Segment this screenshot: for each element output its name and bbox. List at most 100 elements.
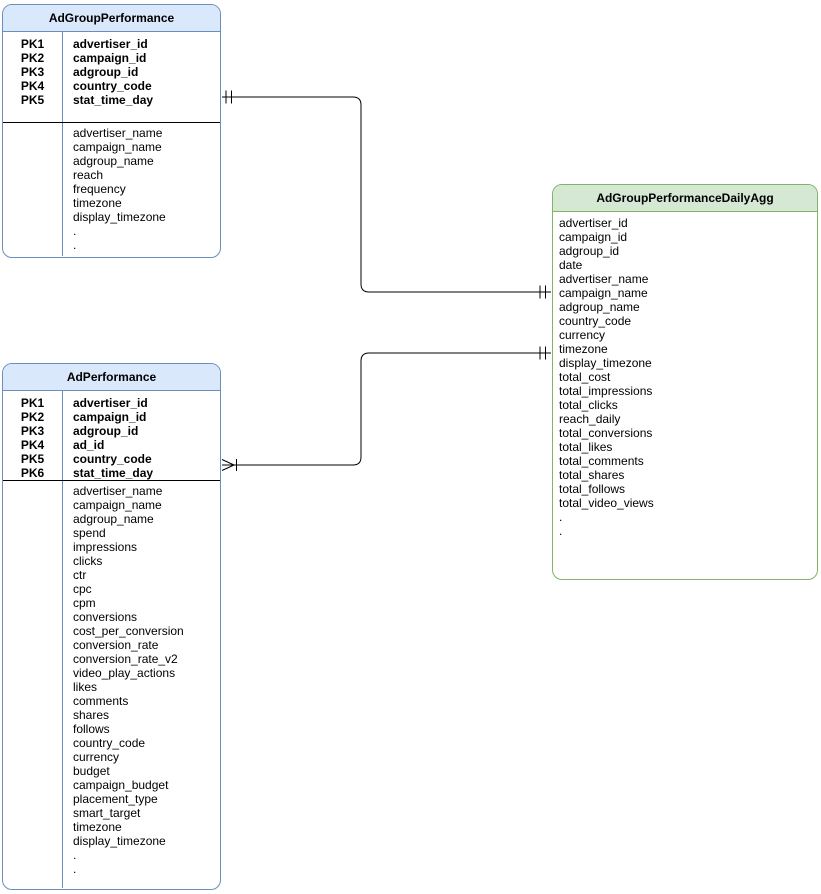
field-row: advertiser_name: [73, 484, 163, 498]
field-row: reach_daily: [559, 412, 621, 426]
primary-key-label: PK2: [20, 410, 45, 424]
primary-key-field: adgroup_id: [73, 65, 139, 79]
field-row: timezone: [73, 196, 122, 210]
field-row: display_timezone: [73, 210, 166, 224]
field-row: .: [559, 510, 563, 524]
table-title: AdGroupPerformanceDailyAgg: [553, 185, 817, 212]
field-row: total_shares: [559, 468, 625, 482]
field-row: spend: [73, 526, 106, 540]
primary-key-field: stat_time_day: [73, 93, 154, 107]
table-title: AdGroupPerformance: [3, 5, 220, 32]
field-row: ctr: [73, 568, 87, 582]
field-row: likes: [73, 680, 98, 694]
field-row: timezone: [73, 820, 122, 834]
field-row: budget: [73, 764, 110, 778]
field-row: adgroup_name: [73, 154, 154, 168]
field-row: clicks: [73, 554, 103, 568]
primary-key-field: campaign_id: [73, 410, 147, 424]
field-row: total_cost: [559, 370, 611, 384]
table-title: AdPerformance: [3, 364, 220, 391]
primary-key-label: PK6: [20, 466, 45, 480]
field-row: total_conversions: [559, 426, 653, 440]
field-row: total_follows: [559, 482, 626, 496]
entity-table-adgroupperformancedailyagg: AdGroupPerformanceDailyAgg advertiser_id…: [552, 184, 818, 580]
field-row: total_clicks: [559, 398, 618, 412]
field-row: .: [73, 238, 77, 252]
field-row: country_code: [559, 314, 632, 328]
field-row: total_comments: [559, 454, 644, 468]
primary-key-label: PK5: [20, 452, 45, 466]
field-row: date: [559, 258, 583, 272]
field-row: comments: [73, 694, 129, 708]
primary-key-label: PK2: [20, 51, 45, 65]
field-row: total_impressions: [559, 384, 653, 398]
crowfoot-many-icon: [221, 459, 235, 471]
relationship-adperformance-dailyagg: [221, 346, 551, 471]
field-row: follows: [73, 722, 110, 736]
field-row: advertiser_id: [559, 216, 628, 230]
primary-key-label: PK4: [20, 79, 45, 93]
field-row: adgroup_name: [559, 300, 640, 314]
field-row: .: [73, 862, 77, 876]
primary-key-label: PK4: [20, 438, 45, 452]
relationship-line: [222, 96, 551, 293]
field-row: total_likes: [559, 440, 613, 454]
field-row: .: [559, 524, 563, 538]
primary-key-field: country_code: [73, 79, 152, 93]
field-row: placement_type: [73, 792, 158, 806]
field-row: campaign_name: [73, 140, 162, 154]
field-row: adgroup_id: [559, 244, 620, 258]
primary-key-field: advertiser_id: [73, 396, 148, 410]
primary-key-field: adgroup_id: [73, 424, 139, 438]
primary-key-label: PK1: [20, 37, 45, 51]
field-row: total_video_views: [559, 496, 654, 510]
pk-section-divider: [3, 480, 220, 481]
primary-key-field: campaign_id: [73, 51, 147, 65]
field-row: country_code: [73, 736, 146, 750]
field-row: campaign_name: [559, 286, 648, 300]
field-row: display_timezone: [559, 356, 652, 370]
field-row: .: [73, 848, 77, 862]
primary-key-field: advertiser_id: [73, 37, 148, 51]
field-row: conversion_rate_v2: [73, 652, 178, 666]
relationship-adgroupperformance-dailyagg: [222, 90, 551, 299]
field-row: display_timezone: [73, 834, 166, 848]
field-row: shares: [73, 708, 110, 722]
field-row: timezone: [559, 342, 608, 356]
field-row: conversion_rate: [73, 638, 159, 652]
primary-key-label: PK3: [20, 65, 45, 79]
primary-key-field: ad_id: [73, 438, 105, 452]
field-row: impressions: [73, 540, 138, 554]
field-row: adgroup_name: [73, 512, 154, 526]
pk-section-divider: [3, 122, 220, 123]
field-row: frequency: [73, 182, 126, 196]
field-row: video_play_actions: [73, 666, 176, 680]
field-row: conversions: [73, 610, 138, 624]
field-row: campaign_id: [559, 230, 628, 244]
primary-key-label: PK1: [20, 396, 45, 410]
field-row: advertiser_name: [559, 272, 649, 286]
field-row: smart_target: [73, 806, 141, 820]
field-row: cost_per_conversion: [73, 624, 184, 638]
relationship-line: [222, 352, 551, 466]
primary-key-label: PK5: [20, 93, 45, 107]
primary-key-field: country_code: [73, 452, 152, 466]
field-row: cpm: [73, 596, 96, 610]
